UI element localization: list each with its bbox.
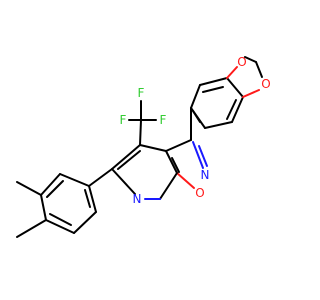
bond-dioxole-2	[244, 56, 257, 63]
atom-label-o-dioxole-right: O	[261, 77, 270, 91]
bond-ring-cf3	[139, 119, 142, 146]
bond-core-3	[165, 139, 192, 152]
atom-label-f2: F	[120, 113, 127, 127]
bond-c-n-isox	[192, 141, 204, 169]
bond-dioxole-4	[242, 89, 260, 98]
bond-bd-4	[231, 96, 244, 123]
atom-label-n-isoxazole: N	[201, 168, 210, 182]
bond-core-4	[159, 172, 178, 200]
atom-label-f1: F	[138, 86, 145, 100]
bond-dioxole-1	[226, 66, 238, 79]
bond-bd-6-inner	[192, 110, 201, 123]
structure-canvas: F F F O O N O N	[16, 55, 271, 238]
bond-core-2-inner	[171, 157, 180, 173]
bond-o-c-isox	[176, 172, 195, 189]
bond-bd-5	[204, 121, 233, 129]
bond-dmp-2	[40, 173, 61, 196]
bond-bd-3	[226, 77, 244, 98]
bond-bd-4-inner	[226, 99, 237, 120]
bond-core-1	[139, 144, 167, 152]
bond-core-7	[111, 144, 141, 170]
bond-aryl-link	[88, 168, 113, 187]
bond-dmp-6-inner	[84, 189, 91, 208]
bond-core-7-inner	[117, 150, 141, 170]
bond-dmp-4-inner	[49, 213, 72, 226]
bond-bd-1	[190, 84, 201, 109]
atom-label-o-dioxole-top: O	[237, 55, 246, 69]
atom-label-f3: F	[160, 113, 167, 127]
bond-dioxole-3	[255, 61, 263, 78]
atom-label-n-pyridine: N	[133, 192, 142, 206]
bond-bd-2-inner	[202, 86, 224, 93]
bond-dmp-2-inner	[46, 180, 64, 198]
atom-label-o-isoxazole: O	[195, 186, 204, 200]
bond-dmp-5	[73, 211, 97, 234]
bond-methyl-2	[16, 219, 47, 238]
molecule-structure: F F F O O N O N	[16, 55, 271, 238]
bond-dmp-4	[45, 219, 75, 234]
bond-bd-2	[199, 77, 228, 86]
bond-dmp-1	[59, 173, 90, 187]
bond-core-2	[165, 150, 178, 174]
bond-methyl-1	[16, 181, 42, 196]
bond-c-n-isox-inner	[198, 145, 208, 167]
bond-dmp-3	[40, 194, 47, 221]
bond-dmp-6	[88, 185, 97, 213]
bond-core-6	[111, 168, 136, 195]
